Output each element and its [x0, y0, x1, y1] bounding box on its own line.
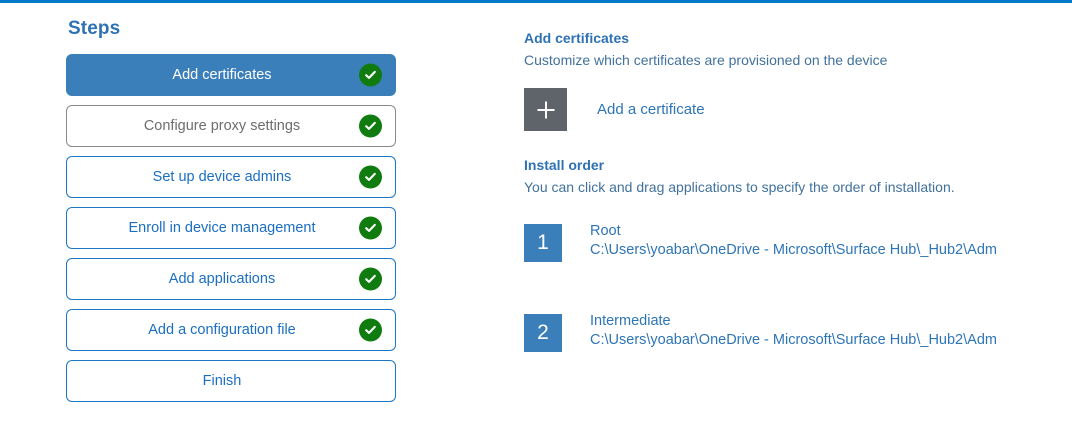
step-button-set-up-device-admins[interactable]: Set up device admins	[66, 156, 396, 198]
step-button-add-a-configuration-file[interactable]: Add a configuration file	[66, 309, 396, 351]
step-button-add-certificates[interactable]: Add certificates	[66, 54, 396, 96]
install-order-list: 1 Root C:\Users\yoabar\OneDrive - Micros…	[524, 222, 1044, 352]
add-certificates-title: Add certificates	[524, 30, 630, 46]
install-order-subtitle: You can click and drag applications to s…	[524, 179, 955, 196]
step-label: Finish	[202, 372, 242, 389]
install-order-item[interactable]: 2 Intermediate C:\Users\yoabar\OneDrive …	[524, 312, 1044, 352]
install-order-path: C:\Users\yoabar\OneDrive - Microsoft\Sur…	[590, 332, 997, 349]
step-label: Enroll in device management	[128, 219, 316, 236]
install-order-name: Intermediate	[590, 312, 671, 329]
step-button-add-applications[interactable]: Add applications	[66, 258, 396, 300]
check-circle-icon	[359, 63, 382, 87]
add-certificates-subtitle: Customize which certificates are provisi…	[524, 52, 888, 68]
install-order-path: C:\Users\yoabar\OneDrive - Microsoft\Sur…	[590, 242, 997, 259]
top-accent-rule	[0, 0, 1072, 3]
install-order-section: Install order You can click and drag app…	[524, 157, 1044, 352]
install-order-number: 2	[524, 313, 562, 352]
steps-heading: Steps	[68, 18, 121, 39]
step-label: Add a configuration file	[148, 321, 296, 338]
step-button-configure-proxy-settings[interactable]: Configure proxy settings	[66, 105, 396, 147]
step-label: Add applications	[168, 270, 276, 287]
check-circle-icon	[359, 216, 382, 240]
add-certificates-section: Add certificates Customize which certifi…	[524, 30, 1044, 132]
check-circle-icon	[359, 165, 382, 189]
plus-icon[interactable]	[524, 88, 567, 132]
install-order-text: Intermediate C:\Users\yoabar\OneDrive - …	[590, 312, 997, 351]
step-label: Configure proxy settings	[143, 117, 301, 134]
install-order-number: 1	[524, 223, 562, 262]
check-circle-icon	[359, 267, 382, 291]
detail-pane: Add certificates Customize which certifi…	[524, 30, 1044, 404]
add-certificate-label[interactable]: Add a certificate	[597, 101, 705, 119]
step-button-finish[interactable]: Finish	[66, 360, 396, 402]
step-label: Add certificates	[172, 66, 272, 83]
install-order-text: Root C:\Users\yoabar\OneDrive - Microsof…	[590, 222, 997, 261]
step-button-enroll-in-device-management[interactable]: Enroll in device management	[66, 207, 396, 249]
install-order-name: Root	[590, 222, 621, 239]
steps-panel: Steps Add certificates Configure proxy s…	[66, 18, 396, 411]
step-label: Set up device admins	[152, 168, 292, 185]
check-circle-icon	[359, 114, 382, 138]
install-order-item[interactable]: 1 Root C:\Users\yoabar\OneDrive - Micros…	[524, 222, 1044, 262]
install-order-title: Install order	[524, 157, 605, 174]
check-circle-icon	[359, 318, 382, 342]
add-certificate-row[interactable]: Add a certificate	[524, 88, 1044, 132]
